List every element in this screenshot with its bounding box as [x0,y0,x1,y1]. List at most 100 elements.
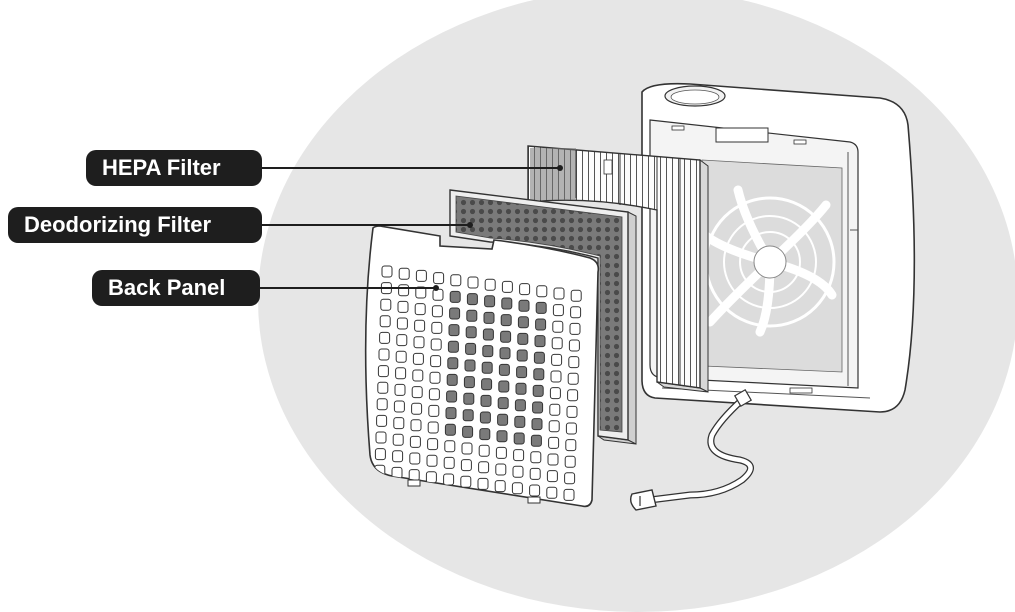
perforation-hole [570,306,582,319]
perforation-hole [429,371,441,384]
perforation-hole [412,352,424,365]
perforation-hole [414,303,426,316]
perforation-hole [447,357,459,370]
perforation-hole [378,348,390,361]
perforation-hole [460,475,472,488]
perforation-hole [479,411,491,424]
perforation-hole [536,285,548,298]
back-panel-icon [364,225,600,508]
perforation-hole [427,438,439,451]
perforation-hole [379,331,391,344]
perforation-hole [549,387,561,400]
perforation-hole [548,436,560,449]
perforation-hole [415,269,427,282]
perforation-hole [552,304,564,317]
perforation-hole [519,283,531,296]
perforation-hole [425,471,437,484]
perforation-hole [392,433,404,446]
perforation-hole [495,446,507,459]
perforation-hole [529,467,541,480]
perforation-hole [465,342,477,355]
perforation-hole [550,370,562,383]
perforation-hole [549,403,561,416]
perforation-hole [463,392,475,405]
perforation-hole [529,484,541,497]
perforation-hole [512,465,524,478]
perforation-hole [551,353,563,366]
perforation-hole [408,469,420,482]
perforation-hole [478,444,490,457]
perforation-hole [484,295,496,308]
perforation-hole [551,337,563,350]
perforation-hole [381,265,393,278]
perforation-hole [500,330,512,343]
perforation-hole [449,307,461,320]
perforation-hole [462,409,474,422]
perforation-hole [460,459,472,472]
perforation-hole [547,453,559,466]
perforation-hole [516,366,528,379]
perforation-hole [533,368,545,381]
perforation-hole [498,380,510,393]
perforation-hole [393,417,405,430]
perforation-hole [374,448,386,461]
perforation-hole [375,431,387,444]
perforation-hole [463,376,475,389]
perforation-hole [397,300,409,313]
perforation-hole [395,367,407,380]
perforation-hole [516,349,528,362]
perforation-hole [377,381,389,394]
perforation-hole [428,404,440,417]
perforation-hole [380,298,392,311]
perforation-hole [398,267,410,280]
perforation-hole [376,398,388,411]
perforation-hole [431,321,443,334]
perforation-hole [396,317,408,330]
perforation-hole [433,272,445,285]
perforation-hole [477,477,489,490]
perforation-hole [514,415,526,428]
perforation-hole [480,394,492,407]
perforation-hole [518,299,530,312]
perforation-hole [427,421,439,434]
perforation-hole [567,372,579,385]
perforation-hole [517,332,529,345]
perforation-hole [409,435,421,448]
perforation-hole [444,423,456,436]
perforation-hole [444,440,456,453]
perforation-hole [546,486,558,499]
perforation-hole [377,365,389,378]
perforation-hole [448,324,460,337]
perforation-hole [479,428,491,441]
back-panel-label: Back Panel [92,270,260,306]
perforation-hole [428,388,440,401]
perforation-hole [564,455,576,468]
perforation-hole [570,289,582,302]
perforation-hole [379,315,391,328]
hepa-filter-label: HEPA Filter [86,150,262,186]
perforation-hole [478,461,490,474]
perforation-hole [411,402,423,415]
perforation-hole [569,322,581,335]
perforation-hole [546,470,558,483]
perforation-hole [535,318,547,331]
perforation-hole [513,449,525,462]
perforation-hole [498,363,510,376]
perforation-hole [501,297,513,310]
perforation-hole [392,450,404,463]
perforation-hole [497,397,509,410]
perforation-hole [532,384,544,397]
perforation-hole [482,328,494,341]
perforation-hole [568,356,580,369]
perforation-hole [499,347,511,360]
purifier-icon [641,82,916,413]
perforation-hole [462,425,474,438]
perforation-hole [412,369,424,382]
perforation-hole [414,319,426,332]
hepa-filter-icon [527,145,709,393]
perforation-hole [567,389,579,402]
perforation-hole [553,287,565,300]
perforation-hole [413,336,425,349]
perforation-hole [494,480,506,493]
perforation-hole [566,405,578,418]
